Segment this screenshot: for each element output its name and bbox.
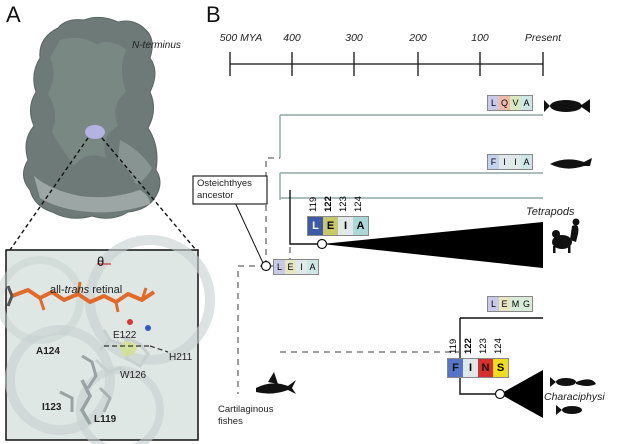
cartilaginous-line-1: Cartilaginous <box>218 404 274 415</box>
residue-cell: E <box>323 217 338 235</box>
residue-w126: W126 <box>120 370 147 381</box>
residue-cell: E <box>499 297 510 311</box>
residue-cell: I <box>510 155 521 169</box>
ancestor-callout-box <box>192 175 268 205</box>
binding-pocket-inset <box>0 235 215 444</box>
residue-cell: L <box>488 96 499 110</box>
characiphysi-clade-triangle <box>500 370 543 418</box>
ancestor-residue-box: L E I A <box>273 259 319 275</box>
coelacanth-residue-box: L Q V A <box>487 95 533 111</box>
ancestor-node <box>260 260 272 272</box>
characiphysi-silhouettes-icon <box>550 377 596 415</box>
cartilaginous-line-2: fishes <box>218 416 243 427</box>
timeline-label-400: 400 <box>283 32 301 44</box>
characiphysi-residue-box: F I N S <box>447 358 509 378</box>
residue-cell: L <box>488 297 499 311</box>
residue-cell: I <box>463 359 478 377</box>
ancestor-callout-line-2: ancestor <box>197 190 234 201</box>
panel-b-letter: B <box>206 2 221 27</box>
residue-cell: V <box>510 96 521 110</box>
residue-cell: S <box>493 359 508 377</box>
tetrapod-residue-box: L E I A <box>307 216 369 236</box>
residue-l119: L119 <box>94 414 117 425</box>
phylogenetic-tree <box>279 114 543 200</box>
coelacanth-silhouette-icon <box>544 99 590 113</box>
tetrapod-num-123: 123 <box>338 196 349 212</box>
tetrapod-silhouettes-icon <box>552 218 580 253</box>
panel-a-letter: A <box>6 2 21 27</box>
residue-cell: F <box>488 155 499 169</box>
ancestor-callout-pointer <box>231 195 264 264</box>
residue-cell: I <box>499 155 510 169</box>
zoom-line-right <box>101 137 197 251</box>
tetrapod-clade-triangle <box>322 222 543 268</box>
characiphysi-node <box>494 388 506 400</box>
residue-cell: Q <box>499 96 510 110</box>
timeline-label-present: Present <box>524 32 562 44</box>
protein-surface <box>23 16 161 219</box>
residue-cell: A <box>353 217 368 235</box>
residue-cell: N <box>478 359 493 377</box>
ancestor-callout-line-1: Osteichthyes <box>197 178 252 189</box>
residue-a124: A124 <box>36 346 60 357</box>
residue-cell: F <box>448 359 463 377</box>
lungfish-silhouette-icon <box>550 158 592 169</box>
timeline-label-200: 200 <box>409 32 427 44</box>
retinal-label-italic: trans <box>64 284 90 296</box>
characiphysi-label: Characiphysi <box>544 391 605 403</box>
residue-cell: A <box>521 96 532 110</box>
tetrapod-num-119: 119 <box>308 196 319 212</box>
residue-cell: L <box>308 217 323 235</box>
timeline-label-300: 300 <box>345 32 363 44</box>
residue-h211: H211 <box>169 352 193 363</box>
characiphysi-num-122: 122 <box>463 338 474 354</box>
retinal-label: all-trans retinal <box>50 284 122 296</box>
residue-cell: A <box>307 260 318 274</box>
residue-cell: L <box>274 260 285 274</box>
lungfish-residue-box: F I I A <box>487 154 533 170</box>
tetrapods-label: Tetrapods <box>526 206 575 218</box>
animal-silhouettes <box>256 99 596 415</box>
dashed-lineages <box>237 157 460 394</box>
retinal-label-suffix: retinal <box>89 284 123 296</box>
characiphysi-num-124: 124 <box>493 338 504 354</box>
residue-cell: E <box>285 260 296 274</box>
theta-symbol: θ <box>97 254 105 269</box>
tetrapod-node <box>316 238 328 250</box>
ancestor-callout-text: Osteichthyes ancestor <box>197 178 252 202</box>
shark-silhouette-icon <box>256 372 296 394</box>
residue-cell: G <box>521 297 532 311</box>
residue-e122: E122 <box>113 330 137 341</box>
residue-i123: I123 <box>42 402 62 413</box>
characiphysi-branch <box>459 317 543 395</box>
zoom-line-left <box>9 137 89 251</box>
fish-top-residue-box: L E M G <box>487 296 533 312</box>
tetrapod-num-124: 124 <box>353 196 364 212</box>
timeline-label-100: 100 <box>471 32 489 44</box>
characiphysi-num-119: 119 <box>448 338 459 354</box>
characiphysi-num-123: 123 <box>478 338 489 354</box>
cartilaginous-fishes-label: Cartilaginous fishes <box>218 404 273 428</box>
residue-cell: A <box>521 155 532 169</box>
tetrapod-branch <box>289 190 322 245</box>
residue-cell: I <box>338 217 353 235</box>
tetrapod-num-122: 122 <box>323 196 334 212</box>
timeline-label-500: 500 MYA <box>219 32 263 44</box>
retinal-label-prefix: all- <box>50 284 65 296</box>
residue-cell: M <box>510 297 521 311</box>
residue-cell: I <box>296 260 307 274</box>
n-terminus-label: N-terminus <box>132 40 181 51</box>
timeline-axis <box>229 52 544 76</box>
